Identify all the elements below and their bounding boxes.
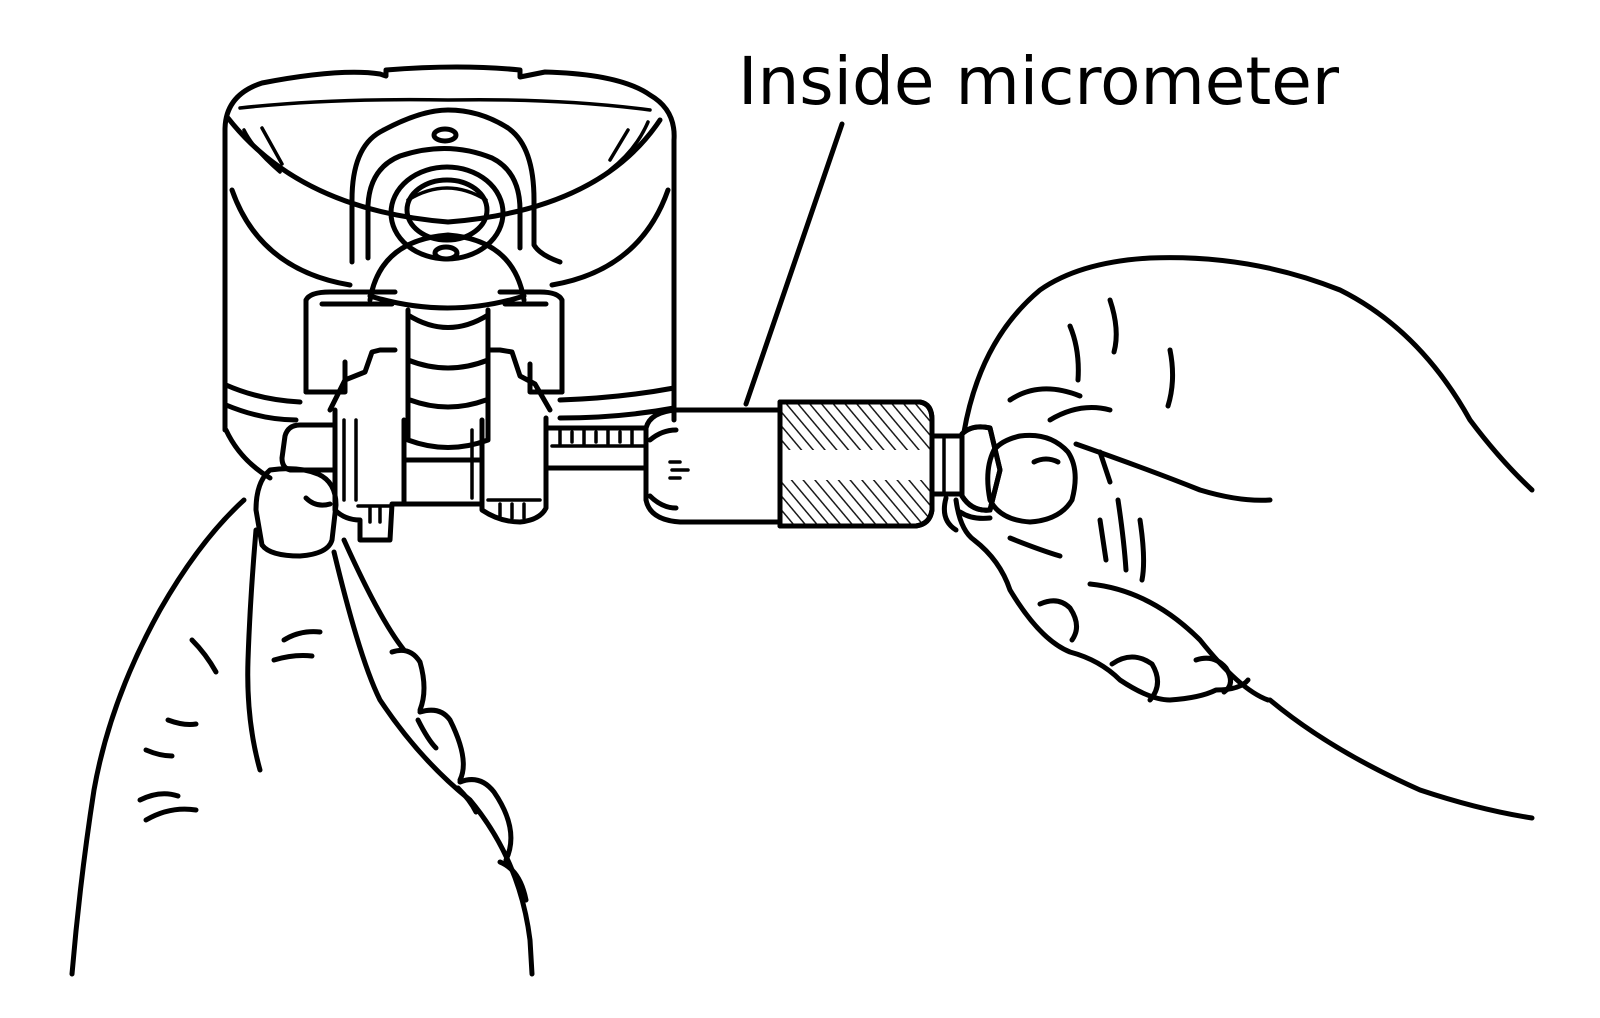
- piston-crown-rim: [225, 115, 663, 225]
- right-hand-outline: [961, 255, 1535, 493]
- leader-line: [743, 121, 845, 407]
- piston-body: [222, 64, 677, 433]
- grip-clear-band: [782, 450, 930, 480]
- micrometer: [543, 399, 1003, 529]
- piston: [222, 64, 677, 481]
- pin-boss-arch: [349, 107, 563, 265]
- left-hand-outline: [69, 497, 247, 977]
- callout-label: Inside micrometer: [738, 43, 1340, 120]
- con-rod-small-end: [367, 232, 527, 303]
- connecting-rod: [279, 289, 565, 543]
- ring-groove-1: [223, 382, 303, 405]
- micrometer-ratchet-neck: [929, 433, 965, 497]
- right-thumb: [985, 432, 1078, 525]
- oil-hole-upper: [431, 126, 459, 144]
- callout: Inside micrometer: [738, 43, 1340, 407]
- oil-hole-lower: [432, 244, 460, 262]
- right-hand: [941, 255, 1535, 821]
- sleeve-graduations: [550, 428, 646, 448]
- micrometer-anvil: [279, 422, 338, 473]
- rod-cap-right: [479, 415, 549, 525]
- con-rod-shaft: [405, 307, 491, 450]
- right-fingers: [953, 497, 1251, 703]
- left-hand: [69, 466, 535, 977]
- left-thumb: [253, 466, 339, 559]
- ring-groove-2: [223, 402, 299, 423]
